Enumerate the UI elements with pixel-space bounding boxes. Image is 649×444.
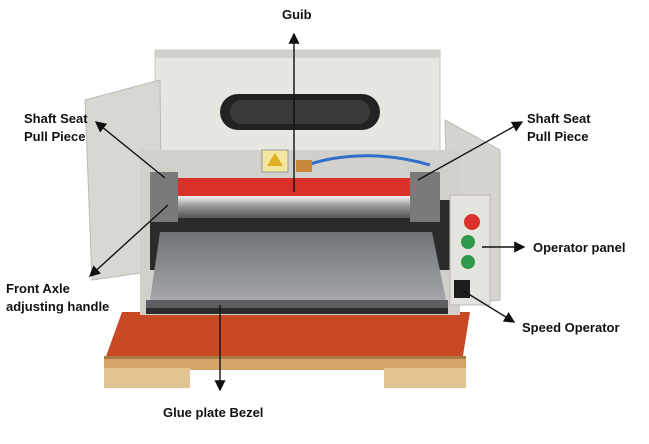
arrow-shaft-seat-right: [417, 121, 524, 181]
label-shaft-seat-left: Shaft Seat Pull Piece: [24, 111, 88, 144]
arrow-shaft-seat-left: [94, 121, 166, 179]
wooden-pallet: [104, 312, 470, 388]
label-glue-plate: Glue plate Bezel: [163, 405, 264, 420]
arrow-front-axle: [88, 204, 169, 277]
label-guib: Guib: [282, 7, 312, 22]
callout-arrows: [88, 32, 526, 392]
label-operator-panel: Operator panel: [533, 240, 626, 255]
label-front-axle: Front Axle adjusting handle: [6, 281, 110, 314]
label-speed-operator: Speed Operator: [522, 320, 620, 335]
label-shaft-seat-right: Shaft Seat Pull Piece: [527, 111, 591, 144]
machine-body: [84, 49, 501, 315]
arrow-speed-operator: [461, 289, 516, 323]
